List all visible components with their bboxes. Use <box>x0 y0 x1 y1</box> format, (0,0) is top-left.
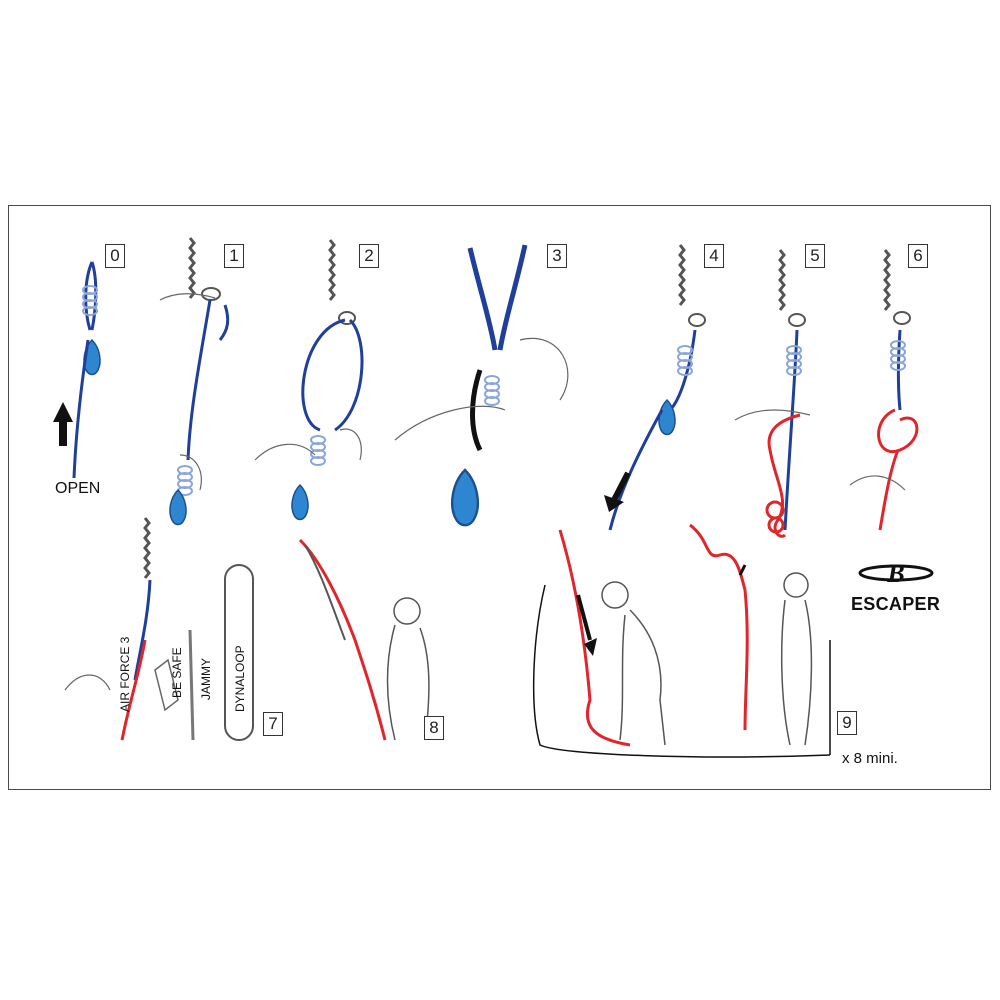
open-label: OPEN <box>55 480 101 497</box>
step-number-6: 6 <box>908 244 928 268</box>
air-force-label: AIR FORCE 3 <box>118 636 132 712</box>
step-number-3: 3 <box>547 244 567 268</box>
escaper-label: ESCAPER <box>851 594 941 614</box>
step-number-7: 7 <box>263 712 283 736</box>
step-number-5: 5 <box>805 244 825 268</box>
step-0-illustration <box>72 261 101 479</box>
step-number-2: 2 <box>359 244 379 268</box>
step-number-8: 8 <box>424 716 444 740</box>
beal-logo-icon: B <box>858 559 934 588</box>
step-9-illustration <box>532 523 831 758</box>
step-8-illustration <box>298 538 430 741</box>
step-1-illustration <box>159 236 230 526</box>
step-number-4: 4 <box>704 244 724 268</box>
step-5-illustration <box>734 248 811 538</box>
instruction-panel <box>8 205 991 790</box>
be-safe-label: BE SAFE <box>170 647 184 698</box>
mini-label: x 8 mini. <box>842 750 898 767</box>
up-arrow-icon <box>53 402 73 446</box>
jammy-label: JAMMY <box>199 658 213 700</box>
dynaloop-label: DYNALOOP <box>233 645 247 712</box>
step-2-illustration <box>254 238 364 521</box>
svg-text:B: B <box>886 559 904 588</box>
step-number-0: 0 <box>105 244 125 268</box>
step-3-illustration <box>394 244 569 527</box>
down-arrow-icon <box>604 471 631 512</box>
step-number-9: 9 <box>837 711 857 735</box>
step-4-illustration <box>608 243 706 531</box>
step-6-illustration <box>849 248 919 531</box>
step-7-illustration <box>64 516 254 741</box>
step-number-1: 1 <box>224 244 244 268</box>
